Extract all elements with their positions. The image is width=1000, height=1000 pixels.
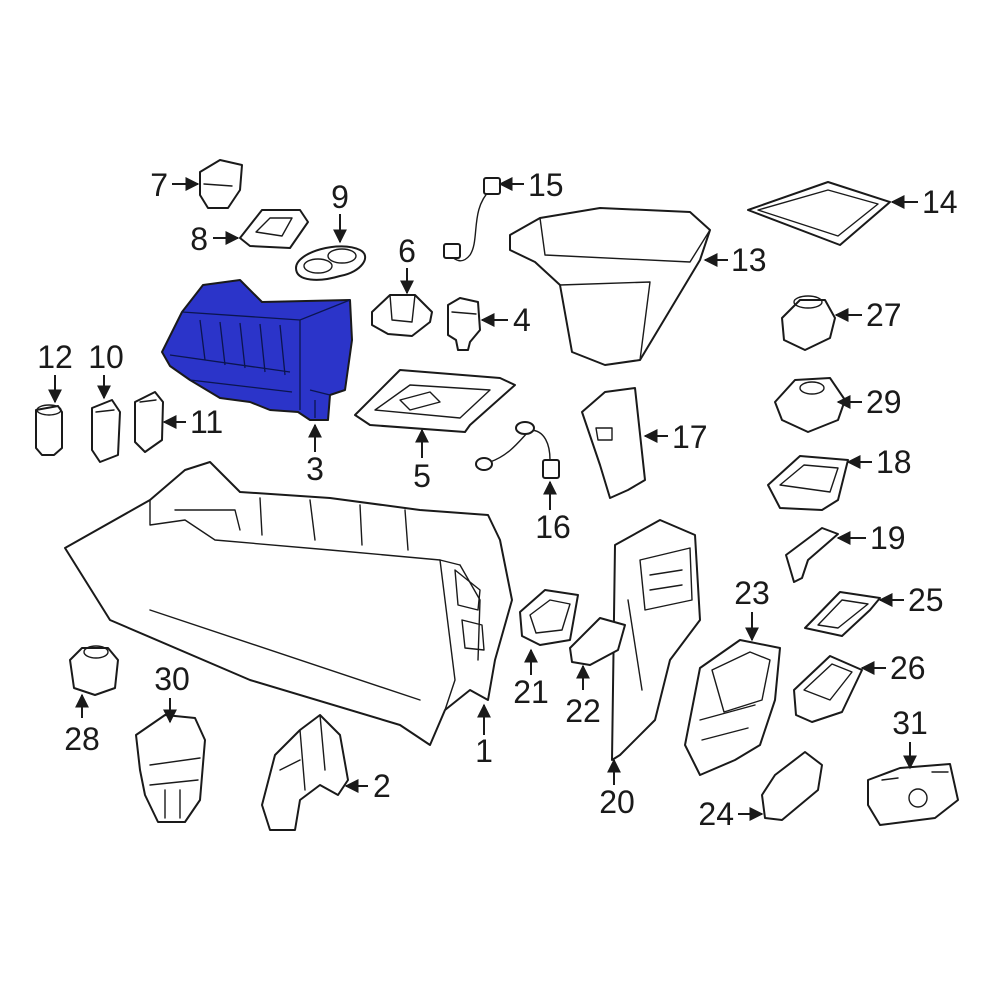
- callout-16: 16: [535, 509, 571, 545]
- part-22-cover[interactable]: [569, 617, 626, 666]
- part-3-shape: [161, 279, 353, 421]
- part-28-controller[interactable]: [69, 645, 119, 696]
- part-27-knob-switch[interactable]: [781, 295, 836, 351]
- callout-23: 23: [734, 575, 770, 611]
- callout-14: 14: [922, 184, 958, 220]
- callout-24: 24: [698, 796, 734, 832]
- part-6-socket[interactable]: [371, 294, 433, 337]
- part-1-console-body[interactable]: [64, 461, 513, 746]
- callout-18: 18: [876, 444, 912, 480]
- callout-4: 4: [513, 302, 531, 338]
- callout-7: 7: [150, 167, 168, 203]
- callout-13: 13: [731, 242, 767, 278]
- callout-25: 25: [908, 582, 944, 618]
- part-29-switch-assembly[interactable]: [774, 377, 846, 433]
- part-15-harness[interactable]: [443, 177, 501, 262]
- part-11-switch[interactable]: [134, 391, 164, 453]
- callout-11: 11: [190, 404, 223, 440]
- part-18-tray[interactable]: [767, 455, 849, 511]
- part-5-shifter-bezel[interactable]: [354, 369, 516, 433]
- part-31-control-unit[interactable]: [867, 763, 959, 826]
- callout-8: 8: [190, 221, 208, 257]
- callout-21: 21: [513, 674, 549, 710]
- part-7-clip[interactable]: [199, 159, 243, 209]
- part-30-shifter[interactable]: [135, 714, 206, 823]
- part-10-switch[interactable]: [91, 399, 121, 463]
- part-21-pocket[interactable]: [519, 589, 579, 646]
- callout-15: 15: [528, 167, 564, 203]
- part-14-mat[interactable]: [747, 181, 891, 246]
- part-8-tray[interactable]: [239, 209, 309, 249]
- part-26-bin[interactable]: [793, 655, 863, 723]
- callout-27: 27: [866, 297, 902, 333]
- part-9-cupholder-insert[interactable]: [295, 245, 367, 281]
- part-23-panel[interactable]: [684, 639, 781, 776]
- part-19-bracket[interactable]: [785, 527, 839, 583]
- callout-9: 9: [331, 179, 349, 215]
- callout-12: 12: [37, 339, 73, 375]
- part-16-harness[interactable]: [475, 421, 560, 479]
- callout-17: 17: [672, 419, 708, 455]
- callout-29: 29: [866, 384, 902, 420]
- part-3-storage-bin[interactable]: [161, 279, 353, 421]
- part-17-panel[interactable]: [581, 387, 646, 499]
- callout-20: 20: [599, 784, 635, 820]
- callout-26: 26: [890, 650, 926, 686]
- part-12-plug[interactable]: [35, 404, 63, 456]
- callout-6: 6: [398, 233, 416, 269]
- callout-22: 22: [565, 693, 601, 729]
- part-25-tray[interactable]: [804, 591, 881, 637]
- leader-lines: [48, 177, 918, 821]
- callout-5: 5: [413, 458, 431, 494]
- part-4-switch[interactable]: [447, 297, 481, 351]
- callout-19: 19: [870, 520, 906, 556]
- callout-10: 10: [88, 339, 124, 375]
- callout-30: 30: [154, 661, 190, 697]
- part-24-cover[interactable]: [761, 751, 823, 821]
- part-2-bracket[interactable]: [261, 714, 349, 831]
- callout-1: 1: [475, 733, 493, 769]
- callout-31: 31: [892, 705, 928, 741]
- callout-labels: 1 2 3 4 5 6 7 8 9 10 11 12 13 14 15 16 1…: [37, 167, 957, 832]
- callout-2: 2: [373, 768, 391, 804]
- part-13-armrest[interactable]: [509, 207, 711, 366]
- callout-28: 28: [64, 721, 100, 757]
- callout-3: 3: [306, 451, 324, 487]
- part-20-trim-panel[interactable]: [611, 519, 701, 761]
